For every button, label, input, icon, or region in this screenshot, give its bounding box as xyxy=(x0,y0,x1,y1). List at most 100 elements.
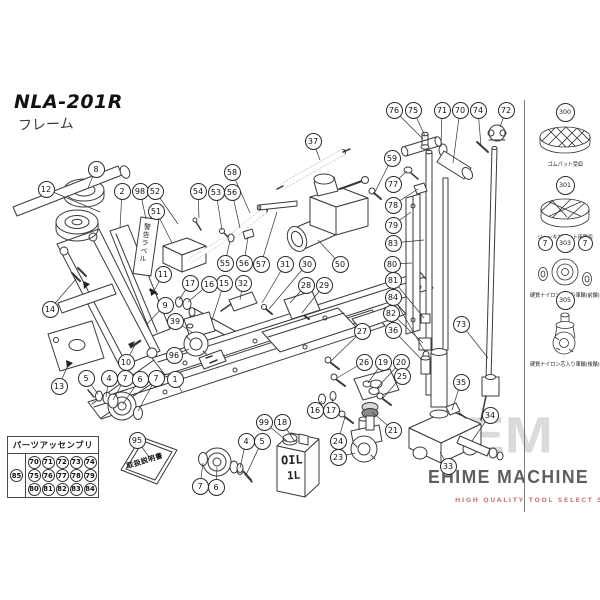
leader-line-26 xyxy=(336,361,365,379)
legend-part-number: 303 xyxy=(555,234,575,253)
parts-table-number: 78 xyxy=(69,469,83,482)
front-wheel-left xyxy=(87,389,143,421)
legend-part-number: 300 xyxy=(555,103,575,122)
jack-point-adapter-icon xyxy=(540,198,590,228)
page-title: NLA-201R xyxy=(14,91,123,113)
legend-part-number: 301 xyxy=(555,176,575,195)
leader-line-74 xyxy=(477,109,482,147)
leader-line-24 xyxy=(337,416,346,442)
legend-part-numbers: 300 xyxy=(555,103,575,122)
leader-line-11 xyxy=(153,273,164,292)
legend-item-rear-caster: 305 硬質ナイロン芯入り車輪(後輪) xyxy=(530,291,600,368)
leader-line-53 xyxy=(215,191,223,231)
rubber-pad-icon xyxy=(539,126,591,154)
leader-line-75 xyxy=(412,109,426,137)
rod-clamps xyxy=(418,313,432,375)
parts-table-number: 71 xyxy=(41,455,55,469)
parts-table-number: 73 xyxy=(69,455,83,469)
leader-line-98 xyxy=(139,190,147,220)
leader-line-50 xyxy=(317,239,341,265)
lift-arm xyxy=(47,228,161,372)
leader-line-7 xyxy=(199,462,204,487)
oil-can xyxy=(236,432,320,498)
leader-line-72 xyxy=(499,109,507,128)
handle-bracket-plate xyxy=(405,193,421,335)
legend-part-number: 7 xyxy=(577,236,593,251)
leader-line-70 xyxy=(452,109,461,164)
leader-line-51 xyxy=(155,210,173,244)
legend-part-number: 7 xyxy=(537,236,553,251)
leader-line-12 xyxy=(45,188,101,213)
saddle-mount xyxy=(55,209,99,242)
leader-line-76 xyxy=(393,109,424,140)
hydraulic-unit xyxy=(286,173,382,252)
chassis-frame xyxy=(87,271,434,420)
leader-line-5 xyxy=(245,440,263,476)
link-rod xyxy=(256,200,298,211)
handle-grip xyxy=(487,124,507,142)
rear-caster xyxy=(350,416,383,463)
handle-rods xyxy=(425,146,500,421)
leader-line-16 xyxy=(314,400,323,411)
parts-table-header: パーツアッセンブリ xyxy=(8,437,98,454)
parts-table-number: 72 xyxy=(55,455,69,469)
leader-line-2 xyxy=(119,190,123,229)
leader-line-56 xyxy=(231,191,241,229)
leader-line-55 xyxy=(224,240,231,264)
legend-item-label: 硬質ナイロン芯入り車輪(後輪) xyxy=(530,362,600,368)
parts-table-side-cell: 85 xyxy=(8,454,26,497)
leader-line-4 xyxy=(239,440,247,469)
parts-table-side-number: 85 xyxy=(10,469,23,482)
handle-socket xyxy=(400,131,489,195)
front-caster xyxy=(183,311,216,357)
parts-table-number: 70 xyxy=(27,455,41,469)
parts-table-number: 82 xyxy=(55,482,69,496)
repair-kit-box xyxy=(162,217,207,273)
legend-part-numbers: 301 xyxy=(555,176,575,195)
parts-table-number: 84 xyxy=(83,482,97,496)
front-wheel-right xyxy=(198,447,253,483)
leader-line-71 xyxy=(440,109,443,148)
parts-table-number: 79 xyxy=(83,469,97,482)
parts-table-number: 81 xyxy=(41,482,55,496)
legend-part-number: 305 xyxy=(555,291,575,310)
leader-line-54 xyxy=(197,190,200,219)
legend-part-numbers: 305 xyxy=(555,291,575,310)
parts-table-number: 76 xyxy=(41,469,55,482)
ehime-machine-tagline: HIGH QUALITY TOOL SELECT SHOP xyxy=(455,497,600,504)
parts-table-number: 83 xyxy=(69,482,83,496)
leader-line-59 xyxy=(374,157,393,193)
front-wheel-icon xyxy=(538,258,592,286)
leader-line-77 xyxy=(392,170,408,185)
leader-line-17 xyxy=(178,282,191,301)
pump-base xyxy=(408,402,504,464)
bracket-plates xyxy=(220,290,321,320)
handle-rod xyxy=(12,165,131,217)
return-springs xyxy=(188,148,351,263)
legend-item-rubber-pad: 300 ゴムパット受皿 xyxy=(530,103,600,168)
parts-table-number: 75 xyxy=(27,469,41,482)
parts-table-number: 74 xyxy=(83,455,97,469)
page-subtitle: フレーム xyxy=(17,116,74,134)
oil-can-label: OIL xyxy=(280,452,304,468)
nameplate xyxy=(198,349,227,370)
leader-line-37 xyxy=(312,140,321,161)
leader-line-58 xyxy=(231,171,251,214)
rear-caster-icon xyxy=(552,312,576,355)
leader-line-15 xyxy=(211,282,225,321)
leader-line-16 xyxy=(187,283,210,303)
leader-line-36 xyxy=(392,329,423,361)
leader-line-73 xyxy=(460,323,489,359)
leader-line-31 xyxy=(261,263,286,304)
ehime-machine-name: EHIME MACHINE xyxy=(428,466,590,487)
leader-line-5 xyxy=(85,377,99,395)
